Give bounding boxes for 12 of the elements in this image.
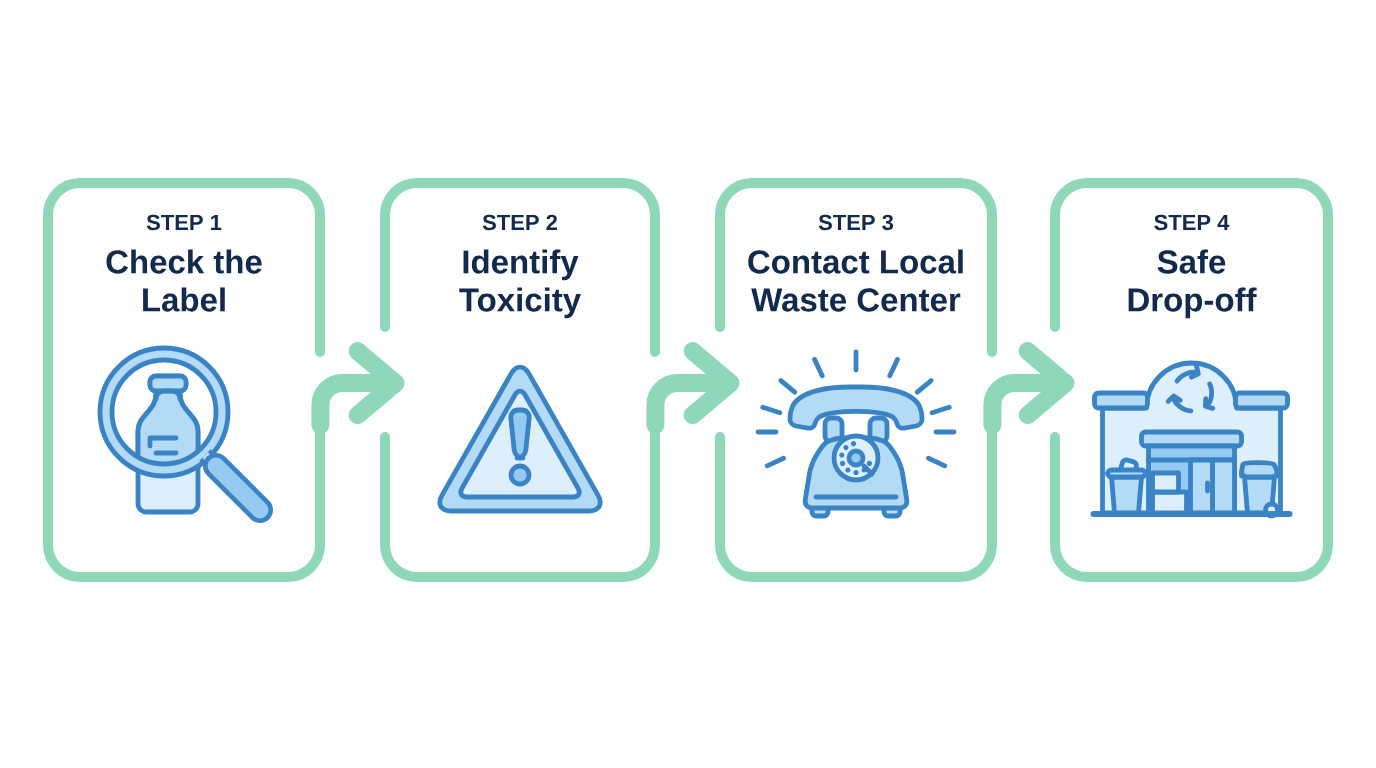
step-label: STEP 3: [818, 214, 894, 231]
step-title: Check the Label: [106, 249, 262, 312]
step-card: [380, 178, 660, 582]
step-card: [1050, 178, 1333, 582]
step-title: Contact Local Waste Center: [748, 249, 963, 312]
step-label: STEP 4: [1154, 214, 1230, 231]
step-card: [43, 178, 325, 582]
step-label: STEP 2: [482, 214, 557, 231]
step-title: Identify Toxicity: [459, 249, 581, 319]
step-label: STEP 1: [146, 214, 222, 231]
step-card: [715, 178, 997, 582]
step-title: Safe Drop-off: [1128, 249, 1257, 319]
